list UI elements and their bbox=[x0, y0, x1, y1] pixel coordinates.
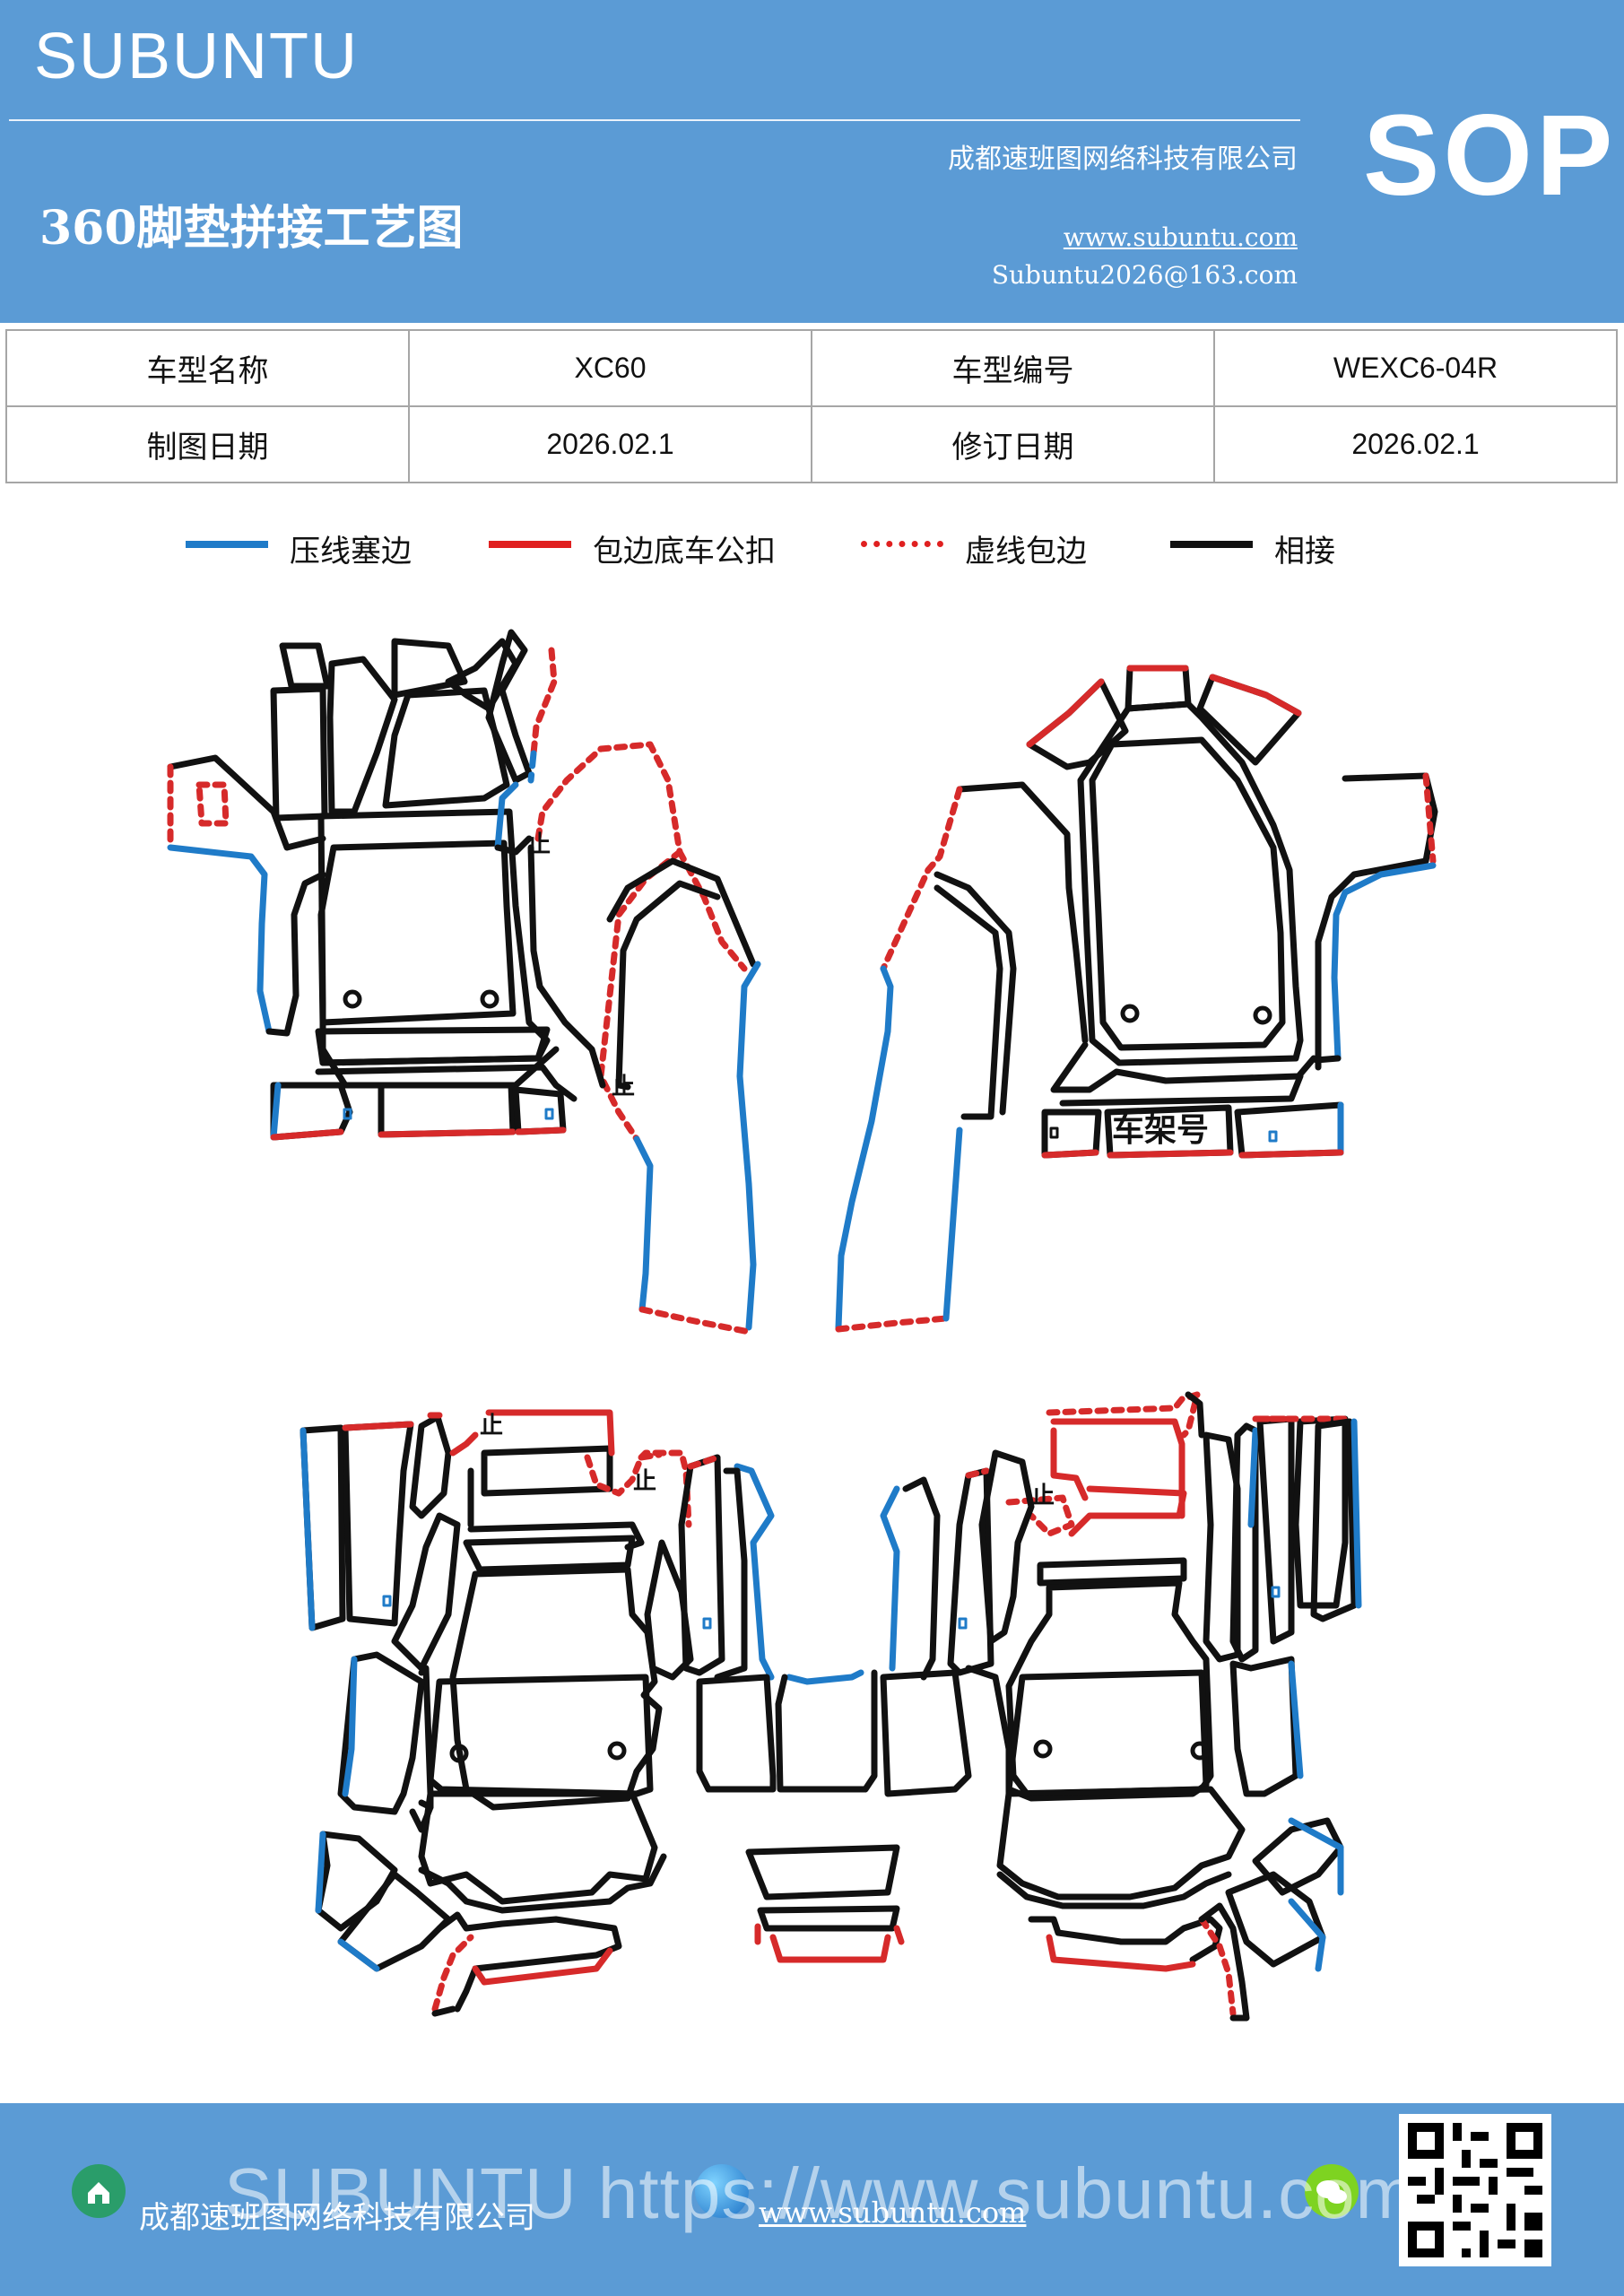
sop-badge: SOP bbox=[1363, 91, 1617, 220]
legend-label: 相接 bbox=[1274, 534, 1335, 570]
home-icon bbox=[72, 2164, 126, 2218]
rear-left-mat bbox=[300, 1409, 777, 2017]
globe-icon bbox=[695, 2164, 749, 2218]
footer-company-name: 成都速班图网络科技有限公司 bbox=[139, 2200, 535, 2236]
legend-label: 压线塞边 bbox=[290, 534, 412, 570]
qr-code-image bbox=[1399, 2114, 1551, 2266]
footer-banner: 成都速班图网络科技有限公司 www.subuntu.com SUBUNTU ht… bbox=[0, 2103, 1624, 2296]
legend-swatch-red-dashed bbox=[861, 541, 943, 547]
wechat-icon bbox=[1305, 2164, 1359, 2218]
brand-logo-text: SUBUNTU bbox=[34, 21, 360, 92]
rear-center-mat bbox=[745, 1669, 905, 1963]
draw-date-value: 2026.02.1 bbox=[408, 405, 812, 483]
vehicle-info-table: 车型名称 XC60 车型编号 WEXC6-04R 制图日期 2026.02.1 … bbox=[5, 329, 1618, 483]
stop-mark: 止 bbox=[612, 1074, 635, 1100]
legend-swatch-blue bbox=[186, 541, 268, 548]
table-row: 车型名称 XC60 车型编号 WEXC6-04R bbox=[5, 329, 1618, 407]
front-left-mat bbox=[167, 629, 761, 1335]
footer-watermark: SUBUNTU https://www.subuntu.com bbox=[224, 2153, 1417, 2233]
stop-mark: 止 bbox=[1031, 1483, 1055, 1509]
document-title: 360脚垫拼接工艺图 bbox=[39, 201, 464, 256]
table-row: 制图日期 2026.02.1 修订日期 2026.02.1 bbox=[5, 405, 1618, 483]
legend-swatch-black bbox=[1170, 541, 1253, 548]
model-name-label: 车型名称 bbox=[5, 329, 410, 407]
revise-date-value: 2026.02.1 bbox=[1213, 405, 1618, 483]
stop-mark: 止 bbox=[633, 1468, 656, 1495]
revise-date-label: 修订日期 bbox=[811, 405, 1215, 483]
legend-label: 虚线包边 bbox=[965, 534, 1087, 570]
legend-swatch-red bbox=[489, 541, 571, 548]
draw-date-label: 制图日期 bbox=[5, 405, 410, 483]
line-legend: 压线塞边 包边底车公扣 虚线包边 相接 bbox=[0, 525, 1624, 570]
model-name-value: XC60 bbox=[408, 329, 812, 407]
header-divider bbox=[9, 119, 1300, 121]
model-code-value: WEXC6-04R bbox=[1213, 329, 1618, 407]
legend-label: 包边底车公扣 bbox=[593, 534, 776, 570]
rear-right-mat bbox=[880, 1391, 1362, 2022]
front-right-mat bbox=[835, 665, 1438, 1333]
stop-mark: 止 bbox=[527, 831, 551, 858]
header-banner: SUBUNTU 360脚垫拼接工艺图 成都速班图网络科技有限公司 www.sub… bbox=[0, 0, 1624, 323]
company-name: 成都速班图网络科技有限公司 bbox=[948, 144, 1298, 175]
model-code-label: 车型编号 bbox=[811, 329, 1215, 407]
stop-mark: 止 bbox=[480, 1413, 503, 1439]
footer-website-link[interactable]: www.subuntu.com bbox=[759, 2196, 1027, 2230]
frame-number-label: 车架号 bbox=[1112, 1112, 1209, 1149]
website-link[interactable]: www.subuntu.com bbox=[1063, 222, 1298, 252]
email-address[interactable]: Subuntu2026@163.com bbox=[991, 260, 1298, 290]
